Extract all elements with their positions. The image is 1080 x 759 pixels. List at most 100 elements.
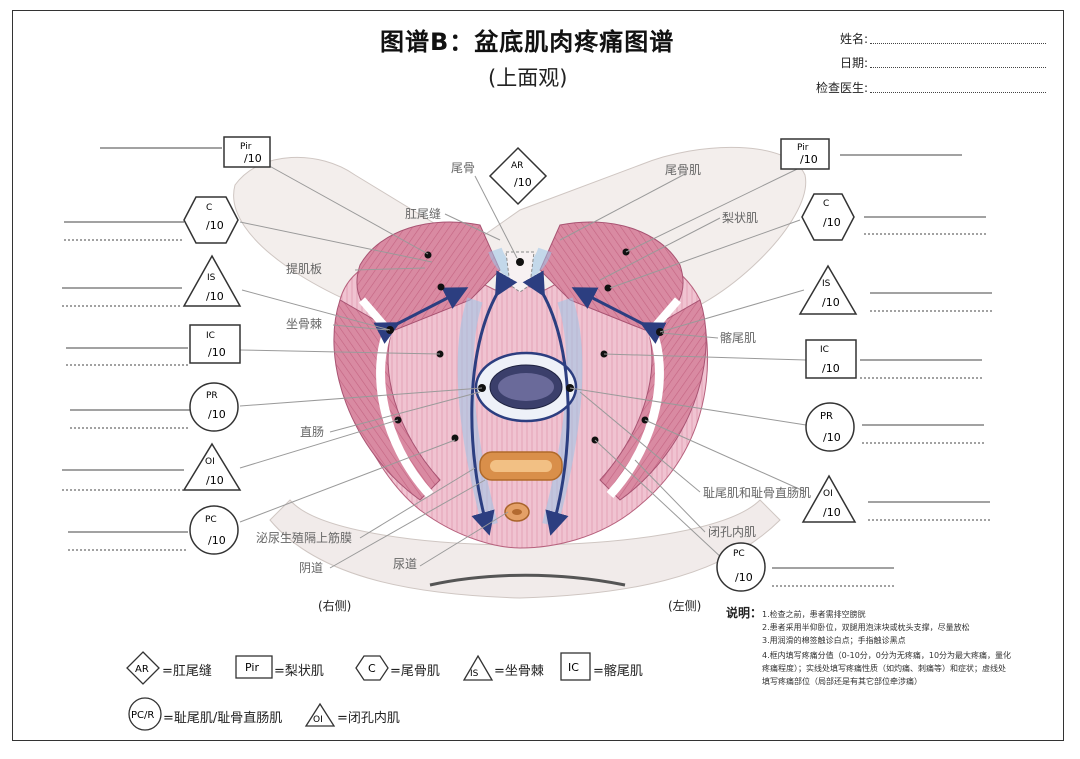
svg-text:IS: IS [470,669,479,679]
svg-text:C: C [206,203,212,213]
iliococcygeus-label: 髂尾肌 [720,330,756,345]
ar-badge[interactable]: AR /10 [488,146,548,206]
svg-text:/10: /10 [208,346,226,359]
svg-text:/10: /10 [208,534,226,547]
legend-ar-text: =肛尾缝 [162,664,212,679]
ischial-spine-label: 坐骨棘 [286,317,322,331]
svg-text:OI: OI [205,457,215,467]
svg-text:Pir: Pir [797,143,809,153]
pc-right-badge[interactable]: PC /10 [68,505,239,555]
svg-text:AR: AR [135,664,149,675]
pubic-arc [429,573,626,587]
obturator-internus-label: 闭孔内肌 [708,525,756,539]
svg-text:IC: IC [206,331,215,341]
palpation-point [451,434,459,442]
svg-text:/10: /10 [208,408,226,421]
date-field[interactable]: 日期: [840,54,1046,71]
instruction-item: 1.检查之前，患者需排空膀胱 [762,610,866,619]
svg-text:PR: PR [206,391,218,401]
svg-text:/10: /10 [822,362,840,375]
oi-right-badge[interactable]: OI /10 [62,442,242,491]
legend-oi-text: =闭孔内肌 [337,711,400,726]
svg-text:PR: PR [820,411,833,422]
left-side-label: (左侧) [668,599,702,613]
levator-plate-label: 提肌板 [286,261,322,276]
chart-frame [12,10,1064,741]
palpation-point [516,258,524,266]
doctor-field[interactable]: 检查医生: [816,79,1046,96]
svg-text:/10: /10 [735,571,753,584]
doctor-line[interactable] [870,82,1046,93]
svg-text:C: C [368,662,376,675]
date-line[interactable] [870,57,1046,68]
vagina-shape [479,451,563,481]
pubococcygeus-label: 耻尾肌和耻骨直肠肌 [703,486,811,500]
rectum-label: 直肠 [300,425,324,439]
svg-text:/10: /10 [514,176,532,189]
pr-left-badge[interactable]: PR /10 [805,402,984,452]
svg-text:OI: OI [313,715,323,725]
svg-text:/10: /10 [206,290,224,303]
oi-left-badge[interactable]: OI /10 [801,474,990,523]
legend-ic-badge: IC [560,652,591,681]
coccygeus-label: 尾骨肌 [665,163,701,177]
patient-name-line[interactable] [870,33,1046,44]
legend-pcr-text: =耻尾肌/耻骨直肠肌 [163,711,283,726]
piriformis-label: 梨状肌 [722,211,758,225]
svg-text:/10: /10 [823,216,841,229]
is-left-badge[interactable]: IS /10 [798,264,992,315]
svg-text:/10: /10 [822,296,840,309]
legend-ic-text: =髂尾肌 [593,664,643,679]
urethra-shape [504,502,530,522]
is-right-badge[interactable]: IS /10 [62,254,242,307]
date-label: 日期: [839,56,868,70]
svg-text:/10: /10 [206,219,224,232]
pir-left-badge[interactable]: Pir /10 [780,138,962,170]
svg-text:IC: IC [820,345,829,355]
leader-lines [239,157,821,569]
svg-text:IS: IS [822,279,831,289]
legend-pir-badge: Pir [235,655,273,679]
patient-name-label: 姓名: [839,32,868,46]
pir-right-badge[interactable]: Pir /10 [100,136,271,168]
ic-left-badge[interactable]: IC /10 [805,339,982,379]
svg-text:OI: OI [823,489,833,499]
instruction-item: 2.患者采用半仰卧位，双腿用泡沫块或枕头支撑，尽量放松 [762,623,970,632]
svg-text:PC: PC [205,515,217,525]
instruction-item: 填写疼痛部位（局部还是有其它部位牵涉痛） [762,677,922,686]
legend-pir-text: =梨状肌 [274,664,324,679]
patient-name-field[interactable]: 姓名: [840,30,1046,47]
page-title: 图谱B：盆底肌肉疼痛图谱 [380,28,675,56]
ic-right-badge[interactable]: IC /10 [66,324,241,366]
instruction-item: 4.框内填写疼痛分值（0-10分，0分为无疼痛，10分为最大疼痛，量化 [762,651,1012,660]
instruction-item: 疼痛程度）；实线处填写疼痛性质（如灼痛、刺痛等）和症状；虚线处 [762,664,1006,673]
svg-text:/10: /10 [823,431,841,444]
svg-text:C: C [823,199,829,209]
c-left-badge[interactable]: C /10 [801,193,986,241]
svg-text:/10: /10 [244,152,262,165]
coccyx-label: 尾骨 [451,161,475,175]
page-subtitle: (上面观) [488,66,568,90]
doctor-label: 检查医生: [815,81,868,95]
svg-text:IS: IS [207,273,216,283]
pc-left-badge[interactable]: PC /10 [716,542,894,592]
instructions-heading: 说明： [726,606,763,620]
rectum-ring [474,351,578,423]
legend-oi-badge: OI [304,702,336,727]
instruction-item: 3.用润滑的棉签触诊白点；手指触诊黑点 [762,636,906,645]
svg-text:Pir: Pir [240,142,252,152]
palpation-point [437,283,445,291]
vagina-label: 阴道 [299,561,323,575]
pr-right-badge[interactable]: PR /10 [70,382,239,432]
legend-is-text: =坐骨棘 [494,664,544,679]
svg-text:PC/R: PC/R [131,710,154,721]
svg-text:/10: /10 [823,506,841,519]
legend-pcr-badge: PC/R [128,697,162,731]
urogenital-fascia-label: 泌尿生殖隔上筋膜 [256,530,352,545]
c-right-badge[interactable]: C /10 [64,196,239,244]
legend-c-text: =尾骨肌 [390,664,440,679]
svg-text:AR: AR [511,161,523,171]
legend-c-badge: C [355,655,389,681]
anococcygeal-raphe-label: 肛尾缝 [405,206,441,221]
